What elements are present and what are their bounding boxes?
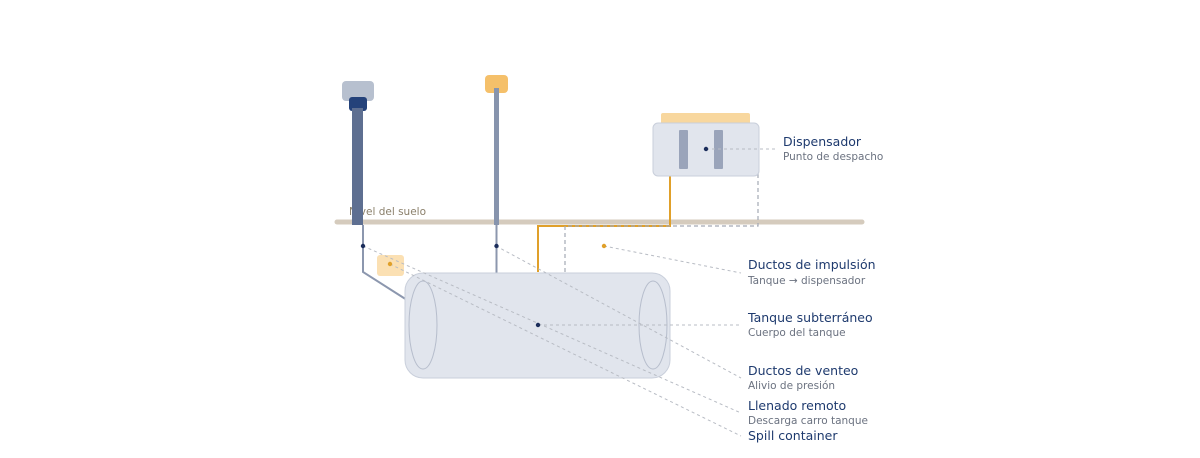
vent-pipe	[494, 88, 499, 225]
leader-spill-container	[389, 263, 742, 437]
label-spill-container: Spill container	[748, 428, 838, 443]
dot-llenado-remoto	[360, 243, 366, 249]
leader-ductos-impulsion	[603, 245, 742, 274]
dispenser-nozzle-left	[679, 130, 688, 169]
remote-fill-pipe	[352, 108, 363, 225]
dot-dispensador	[703, 146, 709, 152]
dot-ductos-impulsion	[601, 243, 607, 249]
ground-label: Nivel del suelo	[349, 206, 426, 218]
label-subtitle: Punto de despacho	[783, 151, 883, 163]
label-title: Ductos de venteo	[748, 363, 858, 378]
dot-ductos-venteo	[494, 243, 499, 249]
label-title: Spill container	[748, 428, 838, 443]
label-subtitle: Cuerpo del tanque	[748, 327, 846, 339]
leader-llenado-remoto	[362, 245, 742, 414]
label-title: Ductos de impulsión	[748, 257, 876, 272]
tank-end-left	[408, 280, 438, 370]
label-subtitle: Tanque → dispensador	[747, 275, 866, 287]
label-title: Tanque subterráneo	[747, 310, 873, 325]
remote-fill-collar	[349, 97, 367, 111]
dot-spill-container	[387, 261, 393, 267]
vent-cap	[485, 75, 508, 93]
label-title: Dispensador	[783, 134, 862, 149]
leader-ductos-venteo	[495, 245, 742, 379]
label-ductos-venteo: Ductos de venteo Alivio de presión	[748, 363, 858, 392]
remote-fill-cap	[342, 81, 374, 101]
label-llenado-remoto: Llenado remoto Descarga carro tanque	[748, 398, 868, 427]
label-subtitle: Descarga carro tanque	[748, 415, 868, 427]
label-ductos-impulsion: Ductos de impulsión Tanque → dispensador	[747, 257, 876, 287]
remote-fill-underground-pipe	[362, 225, 408, 301]
label-title: Llenado remoto	[748, 398, 846, 413]
label-tanque: Tanque subterráneo Cuerpo del tanque	[747, 310, 873, 339]
dot-tanque	[535, 322, 541, 328]
return-pipe-dashed	[564, 150, 759, 272]
label-subtitle: Alivio de presión	[748, 380, 835, 392]
label-dispensador: Dispensador Punto de despacho	[783, 134, 883, 163]
